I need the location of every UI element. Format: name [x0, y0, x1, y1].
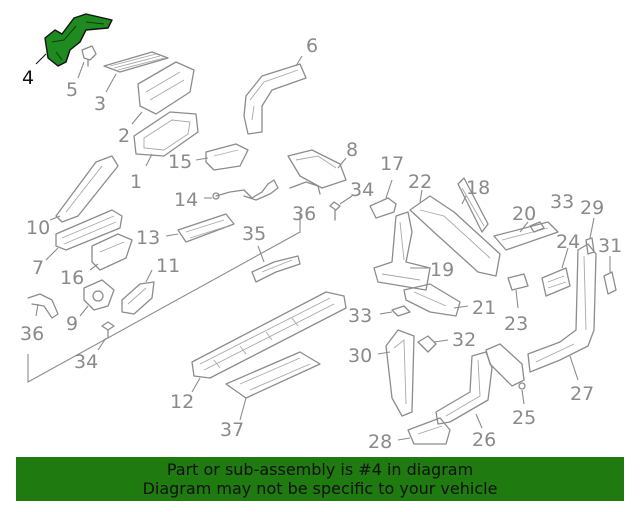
- leader-4: [35, 53, 47, 65]
- callout-33-upper: 33: [550, 191, 574, 213]
- part-30: [385, 329, 415, 417]
- callout-30: 30: [348, 345, 372, 367]
- callout-12: 12: [170, 391, 194, 413]
- callout-13: 13: [136, 227, 160, 249]
- part-27: [527, 243, 597, 373]
- callout-18: 18: [466, 177, 490, 199]
- part-33-lower: [391, 305, 411, 317]
- callout-4: 4: [22, 67, 34, 89]
- part-34-upper: [329, 201, 341, 221]
- part-16: [91, 233, 133, 271]
- callout-10: 10: [26, 217, 50, 239]
- callout-26: 26: [472, 429, 496, 451]
- callout-37: 37: [220, 419, 244, 441]
- part-22: [409, 195, 501, 277]
- callout-35: 35: [242, 223, 266, 245]
- part-8: [287, 149, 347, 189]
- part-5: [81, 45, 97, 67]
- callout-27: 27: [570, 383, 594, 405]
- part-15: [205, 143, 249, 171]
- part-28: [407, 417, 451, 445]
- callout-36-upper: 36: [292, 203, 316, 225]
- part-23: [507, 273, 529, 291]
- callout-31: 31: [598, 235, 622, 257]
- part-14: [212, 179, 279, 201]
- callout-28: 28: [368, 431, 392, 453]
- banner-line-2: Diagram may not be specific to your vehi…: [142, 479, 498, 498]
- callout-24: 24: [556, 231, 580, 253]
- part-6: [243, 63, 307, 135]
- part-36-upper: [289, 181, 321, 195]
- callout-3: 3: [94, 93, 106, 115]
- callout-33-lower: 33: [348, 305, 372, 327]
- callout-23: 23: [504, 313, 528, 335]
- callout-22: 22: [408, 171, 432, 193]
- part-35: [251, 255, 301, 283]
- callout-15: 15: [168, 151, 192, 173]
- callout-19: 19: [430, 259, 454, 281]
- bracket-36: [27, 226, 301, 383]
- callout-21: 21: [472, 297, 496, 319]
- part-19-duct: [373, 211, 431, 291]
- part-10: [55, 155, 119, 223]
- callout-29: 29: [580, 197, 604, 219]
- part-1: [133, 111, 199, 157]
- callout-32: 32: [452, 329, 476, 351]
- part-20: [493, 221, 559, 251]
- part-4-highlighted[interactable]: [44, 13, 113, 67]
- part-37: [225, 351, 321, 399]
- part-12: [191, 291, 347, 379]
- callout-1: 1: [130, 171, 142, 193]
- callout-6: 6: [306, 35, 318, 57]
- callout-5: 5: [66, 79, 78, 101]
- callout-7: 7: [32, 257, 44, 279]
- callout-8: 8: [346, 139, 358, 161]
- callout-11: 11: [156, 255, 180, 277]
- part-2: [137, 61, 195, 115]
- callout-34-lower: 34: [74, 351, 98, 373]
- part-17: [369, 197, 397, 219]
- part-34-lower: [101, 321, 115, 339]
- callout-25: 25: [512, 407, 536, 429]
- part-7: [55, 209, 123, 251]
- callout-14: 14: [174, 189, 198, 211]
- part-21: [403, 283, 461, 317]
- part-11: [121, 281, 155, 315]
- part-36-lower: [27, 293, 59, 319]
- part-32: [417, 335, 437, 353]
- callout-16: 16: [60, 267, 84, 289]
- part-26: [435, 351, 493, 425]
- banner-line-1: Part or sub-assembly is #4 in diagram: [166, 460, 474, 479]
- callout-36-lower: 36: [20, 323, 44, 345]
- part-31: [603, 271, 617, 295]
- callout-9: 9: [66, 313, 78, 335]
- part-9: [83, 279, 115, 311]
- part-33-upper: [529, 221, 545, 233]
- callout-20: 20: [512, 203, 536, 225]
- callout-17: 17: [380, 153, 404, 175]
- part-18: [457, 177, 489, 233]
- callout-2: 2: [118, 125, 130, 147]
- part-24: [541, 267, 571, 297]
- callout-34-upper: 34: [350, 179, 374, 201]
- part-3: [103, 51, 169, 73]
- part-13: [177, 213, 235, 243]
- info-banner: Part or sub-assembly is #4 in diagram Di…: [16, 457, 624, 501]
